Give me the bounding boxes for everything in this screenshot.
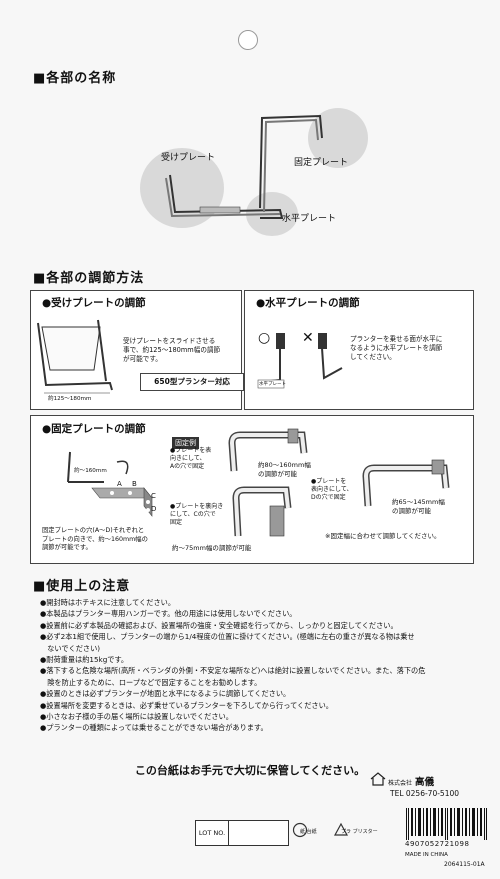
company-tel: TEL 0256-70-5100 [390, 789, 460, 798]
fixed-plate-illustration [67, 451, 153, 517]
made-in: MADE IN CHINA [405, 852, 448, 858]
note-item: ●小さなお子様の手の届く場所には設置しないでください。 [40, 712, 233, 722]
box-horizontal-title: ●水平プレートの調節 [256, 297, 360, 309]
label-fixed-plate: 固定プレート [294, 158, 349, 168]
hang-hole [238, 30, 258, 50]
parts-illustration [140, 108, 368, 236]
horizontal-illustration [257, 333, 343, 389]
barcode [406, 808, 487, 840]
section-title-parts: ■各部の名称 [33, 71, 117, 86]
note-item: ●開封時はホチキスに注意してください。 [40, 598, 176, 607]
receive-range-label: 約125〜180mm [48, 396, 92, 402]
note-d: ●プレートを表向きにして、Dの穴で固定 [311, 478, 353, 501]
note-c: ●プレートを裏向きにして、Cの穴で固定 [170, 503, 224, 526]
hole-b: B [132, 480, 137, 488]
company-logo-icon [370, 772, 386, 786]
ok-mark: ○ [258, 330, 271, 346]
note-a-range: 約80〜160mm幅の調節が可能 [258, 461, 311, 478]
fixed-example-c [232, 486, 292, 537]
lot-label: LOT NO. [196, 821, 229, 845]
precautions-list: ●開封時はホチキスに注意してください。 ●本製品はプランター専用ハンガーです。他… [40, 597, 480, 734]
keep-notice: この台紙はお手元で大切に保管してください。 [134, 764, 366, 777]
section-title-adjust: ■各部の調節方法 [33, 271, 145, 286]
receive-desc: 受けプレートをスライドさせる事で、約125〜180mm幅の調節が可能です。 [123, 337, 221, 363]
hole-c: C [151, 492, 156, 500]
barcode-number: 4907052721098 [405, 840, 470, 848]
ng-mark: ✕ [302, 330, 314, 346]
receive-illustration [37, 319, 113, 394]
horizontal-desc: プランターを乗せる面が水平になるように水平プレートを調節してください。 [350, 335, 443, 361]
fixed-example-d [362, 459, 450, 507]
note-a: ●プレートを表向きにして、Aの穴で固定 [170, 447, 212, 470]
paper-recycle-icon [292, 822, 308, 838]
hole-a: A [117, 480, 122, 488]
plastic-recycle-label: プラ ブリスター [341, 829, 378, 835]
lot-number-box: LOT NO. [195, 820, 289, 846]
paper-recycle-label: 紙 台紙 [300, 829, 317, 835]
note-item: ●必ず2本1組で使用し、プランターの端から1/4程度の位置に掛けてください。(極… [40, 632, 415, 642]
note-item: ●本製品はプランター専用ハンガーです。他の用途には使用しないでください。 [40, 609, 297, 619]
label-receive-plate: 受けプレート [161, 153, 216, 163]
note-item: ●落下すると危険な場所(高所・ベランダの外側・不安定な場所など)へは絶対に設置し… [40, 666, 426, 676]
note-item: ●プランターの種類によっては乗せることができない場合があります。 [40, 723, 268, 733]
note-item: ないでください) [40, 643, 101, 653]
note-item: ●設置前に必ず本製品の確認および、設置場所の強度・安全確認を行ってから、しっかり… [40, 620, 398, 630]
company-name: 株式会社高儀 [388, 777, 435, 788]
fixed-example-a [228, 428, 308, 472]
note-d-range: 約65〜145mm幅の調節が可能 [392, 498, 445, 515]
box-horizontal-adjust [244, 290, 474, 410]
hole-d: D [151, 505, 157, 513]
section-title-precautions: ■使用上の注意 [33, 579, 131, 594]
example-tag: 固定例 [172, 437, 199, 449]
product-code: 2064115-01A [444, 861, 485, 868]
note-item: 険を防止するために、ロープなどで固定することをお勧めします。 [40, 677, 262, 687]
note-item: ●設置のときは必ずプランターが地面と水平になるように調節してください。 [40, 689, 291, 699]
box-receive-title: ●受けプレートの調節 [42, 297, 146, 309]
note-item: ●設置場所を変更するときは、必ず乗せているプランターを下ろしてから行ってください… [40, 700, 333, 710]
fixed-range-top: 約〜160mm [74, 468, 107, 474]
plastic-recycle-icon [333, 822, 349, 836]
horizontal-tag: 水平プレート [259, 382, 286, 387]
note-c-range: 約〜75mm幅の調節が可能 [172, 544, 252, 552]
note-item: ●耐荷重量は約15kgです。 [40, 655, 129, 665]
fixed-footnote: ※固定幅に合わせて調節してください。 [325, 532, 441, 540]
box-fixed-title: ●固定プレートの調節 [42, 423, 146, 435]
planter-compat-badge: 650型プランター対応 [140, 373, 244, 391]
label-horizontal-plate: 水平プレート [282, 214, 337, 224]
fixed-desc: 固定プレートの穴(A〜D)それぞれとプレートの向きで、約〜160mm幅の調節が可… [42, 527, 148, 552]
